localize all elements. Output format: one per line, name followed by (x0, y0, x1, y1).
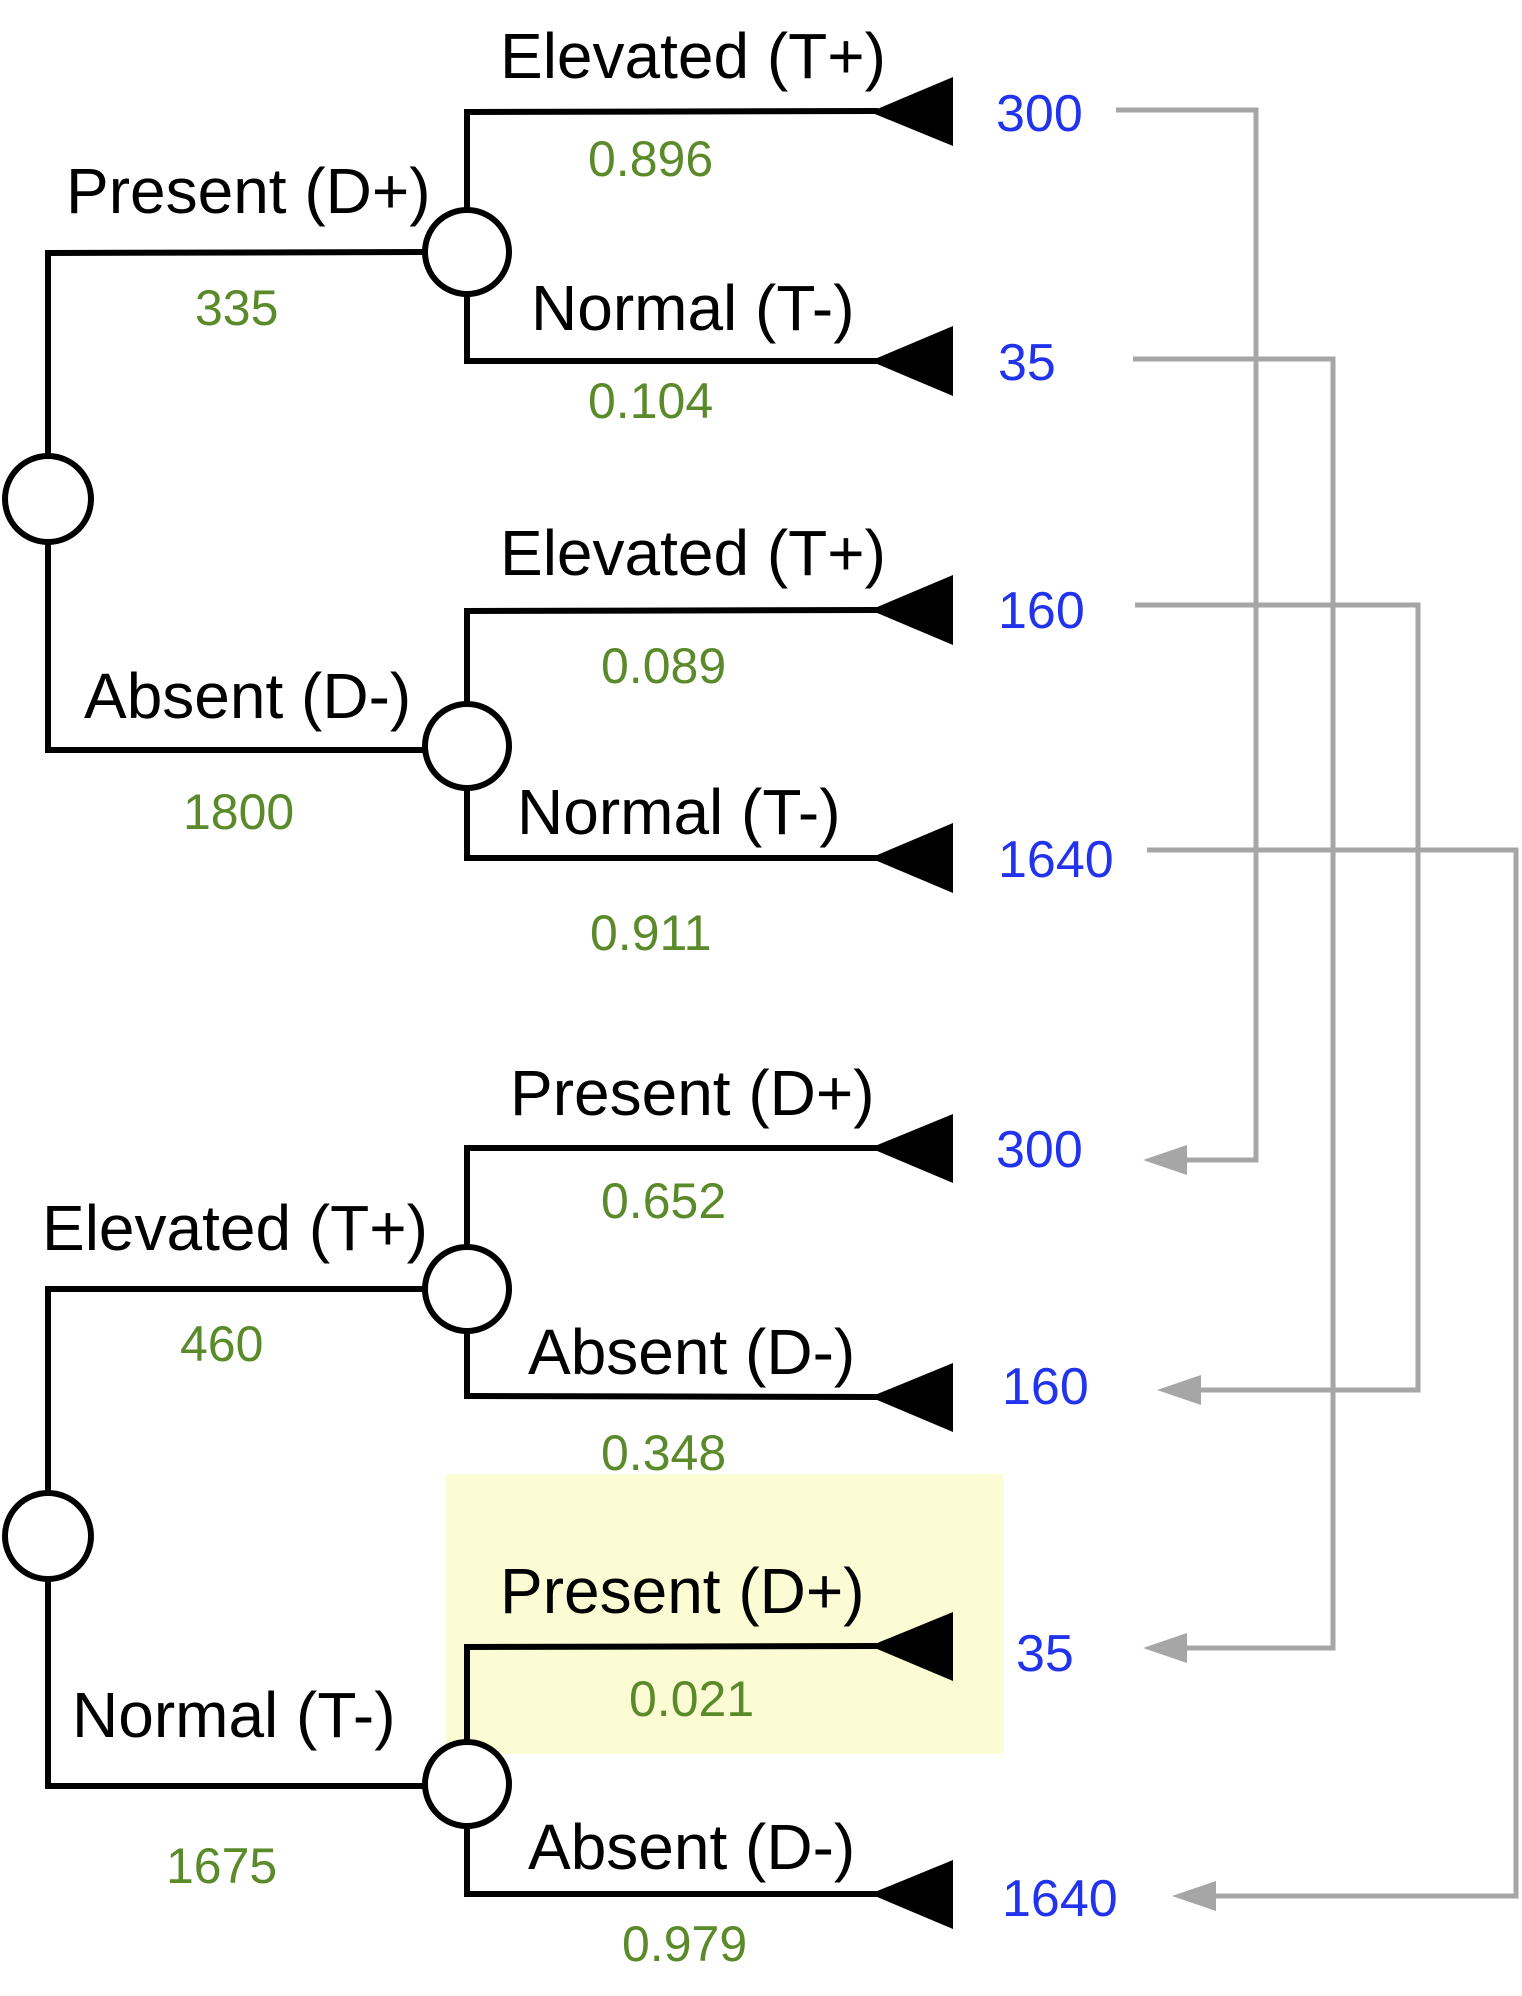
top-absent-label: Absent (D-) (84, 660, 411, 732)
connector-1640 (1147, 847, 1519, 1899)
top-present-chance-node (422, 207, 512, 297)
top-outcome-2: 35 (998, 334, 1056, 392)
terminal-node-icon (870, 1363, 953, 1432)
connector-lines (1116, 107, 1519, 1911)
top-absent-elevated-branch (463, 606, 879, 615)
top-root-chance-node (2, 453, 94, 545)
terminal-node-icon (870, 1114, 953, 1183)
terminal-node-icon (870, 1612, 953, 1681)
bottom-normal-count: 1675 (166, 1838, 277, 1894)
top-absent-count: 1800 (183, 784, 294, 840)
arrow-left-icon (1172, 1881, 1216, 1911)
bottom-normal-label: Normal (T-) (72, 1679, 396, 1751)
top-present-label: Present (D+) (66, 155, 431, 227)
bottom-outcome-4: 1640 (1002, 1870, 1118, 1928)
top-absent-normal-prob: 0.911 (590, 905, 711, 961)
top-outcome-1: 300 (996, 85, 1083, 143)
bottom-elevated-absent-label: Absent (D-) (528, 1316, 855, 1388)
bottom-normal-absent-label: Absent (D-) (528, 1811, 855, 1883)
bottom-elevated-present-label: Present (D+) (510, 1057, 875, 1129)
top-absent-normal-label: Normal (T-) (517, 776, 841, 848)
arrow-left-icon (1143, 1633, 1187, 1663)
bottom-elevated-present-prob: 0.652 (601, 1173, 726, 1229)
top-absent-elevated-prob: 0.089 (601, 638, 726, 694)
terminal-node-icon (870, 326, 953, 396)
bottom-normal-present-branch (463, 1642, 879, 1651)
bottom-outcome-3: 35 (1016, 1625, 1074, 1683)
top-present-normal-label: Normal (T-) (531, 272, 855, 344)
bottom-normal-chance-node (422, 1739, 512, 1829)
connector-300 (1116, 107, 1259, 1163)
top-absent-chance-node (422, 701, 512, 791)
top-outcome-4: 1640 (998, 831, 1114, 889)
top-present-normal-prob: 0.104 (588, 373, 713, 429)
highlight-box (446, 1474, 1003, 1754)
bottom-root-chance-node (2, 1490, 94, 1582)
bottom-outcome-2: 160 (1002, 1358, 1089, 1416)
top-outcome-3: 160 (998, 582, 1085, 640)
bottom-normal-present-prob: 0.021 (629, 1671, 754, 1727)
top-tree: Present (D+) 335 Absent (D-) 1800 Elevat… (2, 20, 1114, 961)
bottom-elevated-label: Elevated (T+) (42, 1192, 428, 1264)
terminal-node-icon (870, 575, 953, 645)
arrow-left-icon (1157, 1375, 1201, 1405)
bottom-elevated-count: 460 (180, 1316, 263, 1372)
bottom-elevated-absent-prob: 0.348 (601, 1425, 726, 1481)
top-present-elevated-label: Elevated (T+) (500, 20, 886, 92)
arrow-left-icon (1143, 1145, 1187, 1175)
bottom-tree: Elevated (T+) 460 Normal (T-) 1675 Prese… (2, 1057, 1118, 1972)
bottom-normal-present-label: Present (D+) (500, 1555, 865, 1627)
terminal-node-icon (870, 1860, 953, 1929)
connector-160 (1135, 602, 1421, 1393)
top-present-branch (44, 248, 429, 257)
bottom-normal-absent-prob: 0.979 (622, 1916, 747, 1972)
bottom-outcome-1: 300 (996, 1121, 1083, 1179)
terminal-node-icon (870, 77, 953, 146)
top-present-elevated-branch (463, 107, 879, 116)
terminal-node-icon (870, 823, 953, 893)
connector-35 (1133, 356, 1336, 1651)
bottom-elevated-chance-node (422, 1244, 512, 1334)
top-present-count: 335 (195, 280, 278, 336)
top-present-elevated-prob: 0.896 (588, 131, 713, 187)
top-absent-elevated-label: Elevated (T+) (500, 517, 886, 589)
bottom-elevated-absent-branch (463, 1392, 879, 1401)
